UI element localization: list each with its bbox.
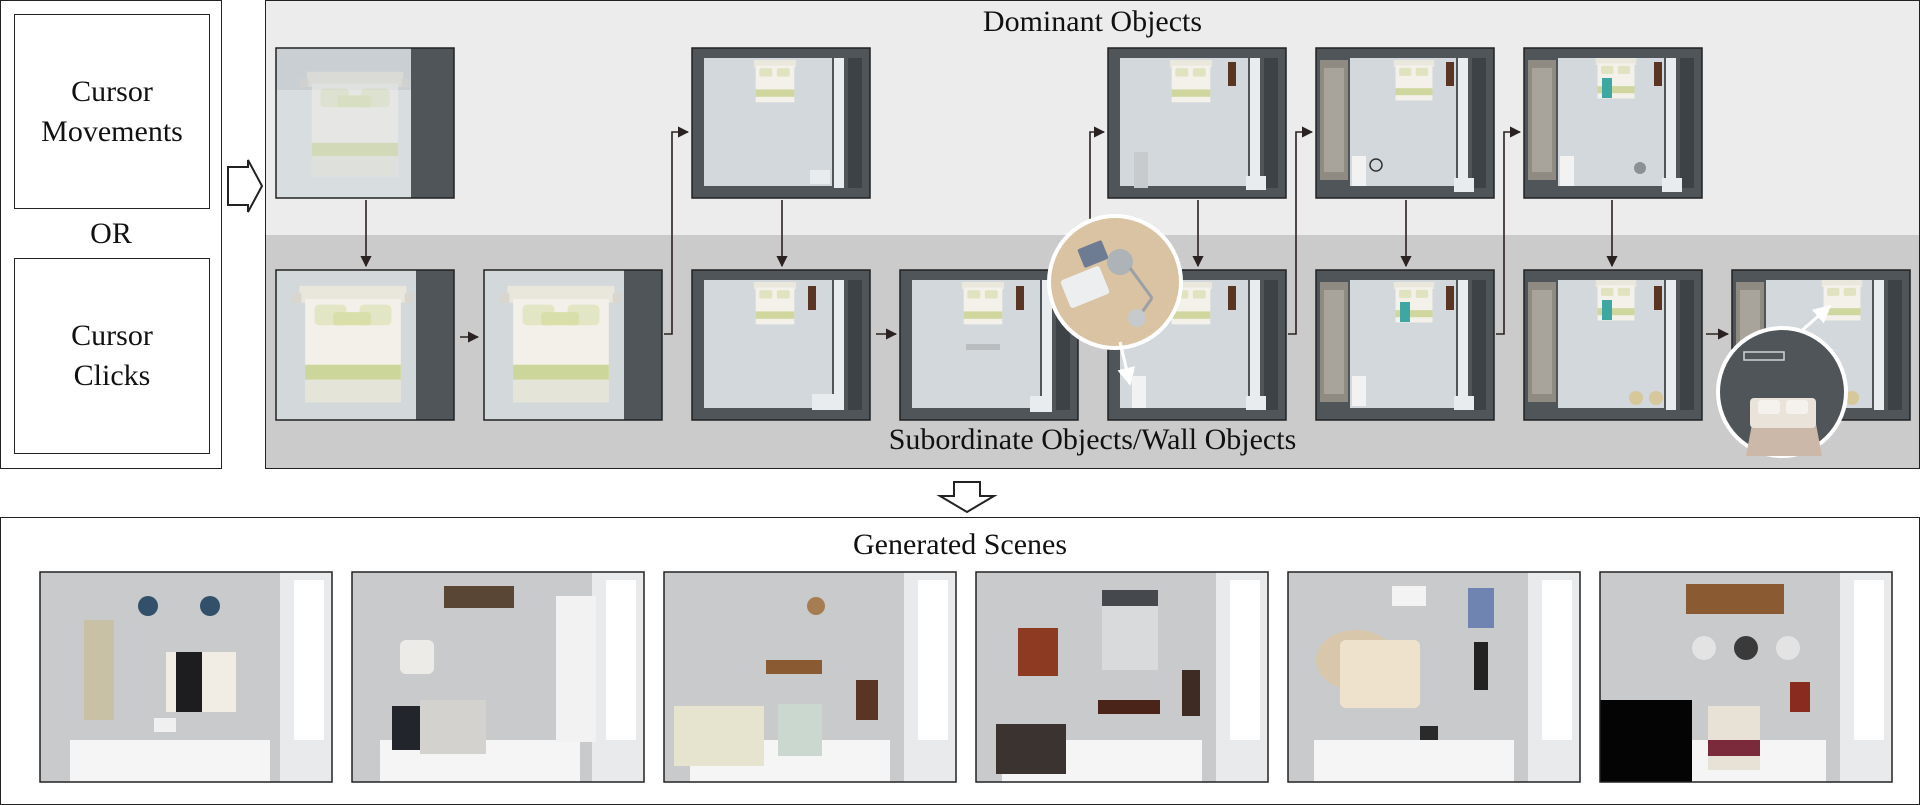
thumb-sub-7 (1523, 269, 1703, 421)
thumb-dominant-5 (1523, 47, 1703, 199)
thumb-sub-3 (691, 269, 871, 421)
cursor-movements-line2: Movements (41, 114, 183, 148)
thumb-dominant-3 (1107, 47, 1287, 199)
cursor-movements-box: Cursor Movements (14, 14, 210, 209)
cursor-clicks-line2: Clicks (73, 359, 151, 392)
generated-scenes-title: Generated Scenes (852, 528, 1068, 561)
generated-scene-6 (1599, 571, 1893, 783)
cursor-clicks-line1: Cursor (71, 319, 153, 352)
generated-scene-1 (39, 571, 333, 783)
or-label: OR (90, 217, 132, 250)
zoom-circle-bed (1716, 304, 1848, 458)
flow-arrows (360, 126, 1730, 343)
thumb-sub-2 (483, 269, 663, 421)
thumb-dominant-4 (1315, 47, 1495, 199)
thumb-sub-1 (275, 269, 455, 421)
hollow-arrow-down (936, 481, 998, 514)
hollow-arrow-right (227, 159, 264, 213)
thumb-sub-4 (899, 269, 1079, 421)
thumb-dominant-1 (275, 47, 455, 199)
input-panel: Cursor Movements OR Cursor Clicks (0, 0, 222, 469)
generated-scene-2 (351, 571, 645, 783)
generated-scene-4 (975, 571, 1269, 783)
cursor-clicks-box: Cursor Clicks (14, 258, 210, 454)
subordinate-objects-title: Subordinate Objects/Wall Objects (888, 423, 1297, 456)
zoom-circle-lamp (1047, 214, 1183, 386)
thumb-sub-6 (1315, 269, 1495, 421)
cursor-movements-line1: Cursor (71, 74, 153, 108)
generated-scene-3 (663, 571, 957, 783)
thumb-dominant-2 (691, 47, 871, 199)
generated-scene-5 (1287, 571, 1581, 783)
dominant-objects-title: Dominant Objects (982, 5, 1203, 38)
